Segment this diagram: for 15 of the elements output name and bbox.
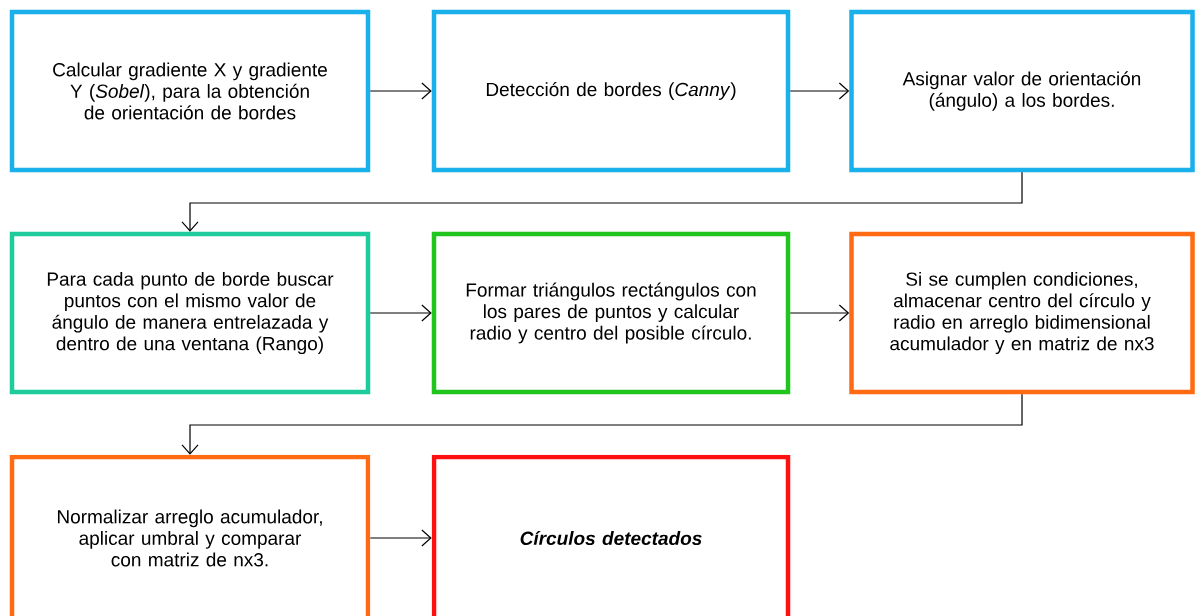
arrow	[789, 82, 850, 100]
process-box: Calcular gradiente X y gradiente Y (Sobel), para la obtención de orientación de bordes	[9, 9, 371, 173]
arrow	[369, 529, 432, 547]
arrow	[789, 304, 850, 322]
arrow	[369, 82, 432, 100]
process-box: Normalizar arreglo acumulador, aplicar umbral y comparar con matriz de nx3.	[9, 454, 371, 616]
arrow	[181, 393, 1023, 455]
process-box: Asignar valor de orientación (ángulo) a los bordes.	[849, 9, 1195, 173]
process-box: Círculos detectados	[431, 454, 791, 616]
process-box: Para cada punto de borde buscar puntos con el mismo valor de ángulo de manera entrelazada y dentro de una ventana (Rango)	[9, 231, 371, 395]
arrow	[181, 171, 1023, 232]
process-box: Detección de bordes (Canny)	[431, 9, 791, 173]
arrow	[369, 304, 432, 322]
process-box: Formar triángulos rectángulos con los pares de puntos y calcular radio y centro del posible círculo.	[431, 231, 791, 395]
process-box: Si se cumplen condiciones, almacenar centro del círculo y radio en arreglo bidimensional acumulador y en matriz de nx3	[849, 231, 1195, 395]
